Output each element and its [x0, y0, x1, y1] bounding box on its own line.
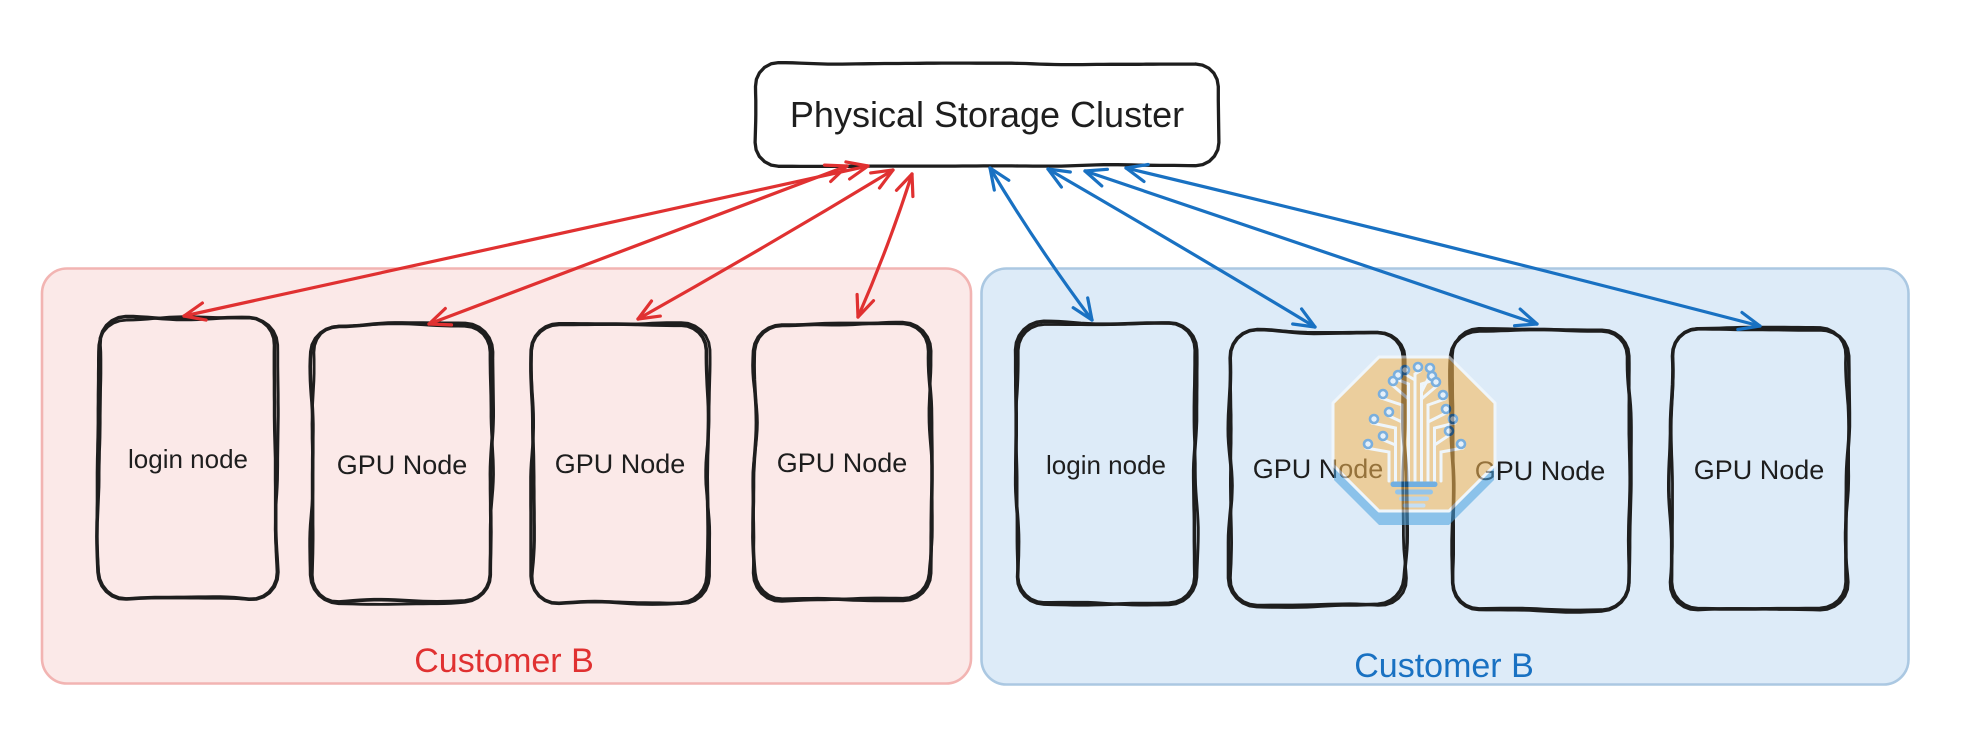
- svg-text:login node: login node: [128, 444, 248, 474]
- svg-text:GPU Node: GPU Node: [555, 449, 686, 479]
- svg-text:Physical Storage Cluster: Physical Storage Cluster: [790, 94, 1184, 135]
- svg-text:GPU Node: GPU Node: [1694, 455, 1825, 485]
- svg-text:Customer B: Customer B: [1354, 647, 1534, 685]
- svg-text:GPU Node: GPU Node: [777, 448, 908, 478]
- svg-text:Customer B: Customer B: [414, 642, 594, 680]
- svg-text:login node: login node: [1046, 450, 1166, 480]
- svg-text:GPU Node: GPU Node: [337, 450, 468, 480]
